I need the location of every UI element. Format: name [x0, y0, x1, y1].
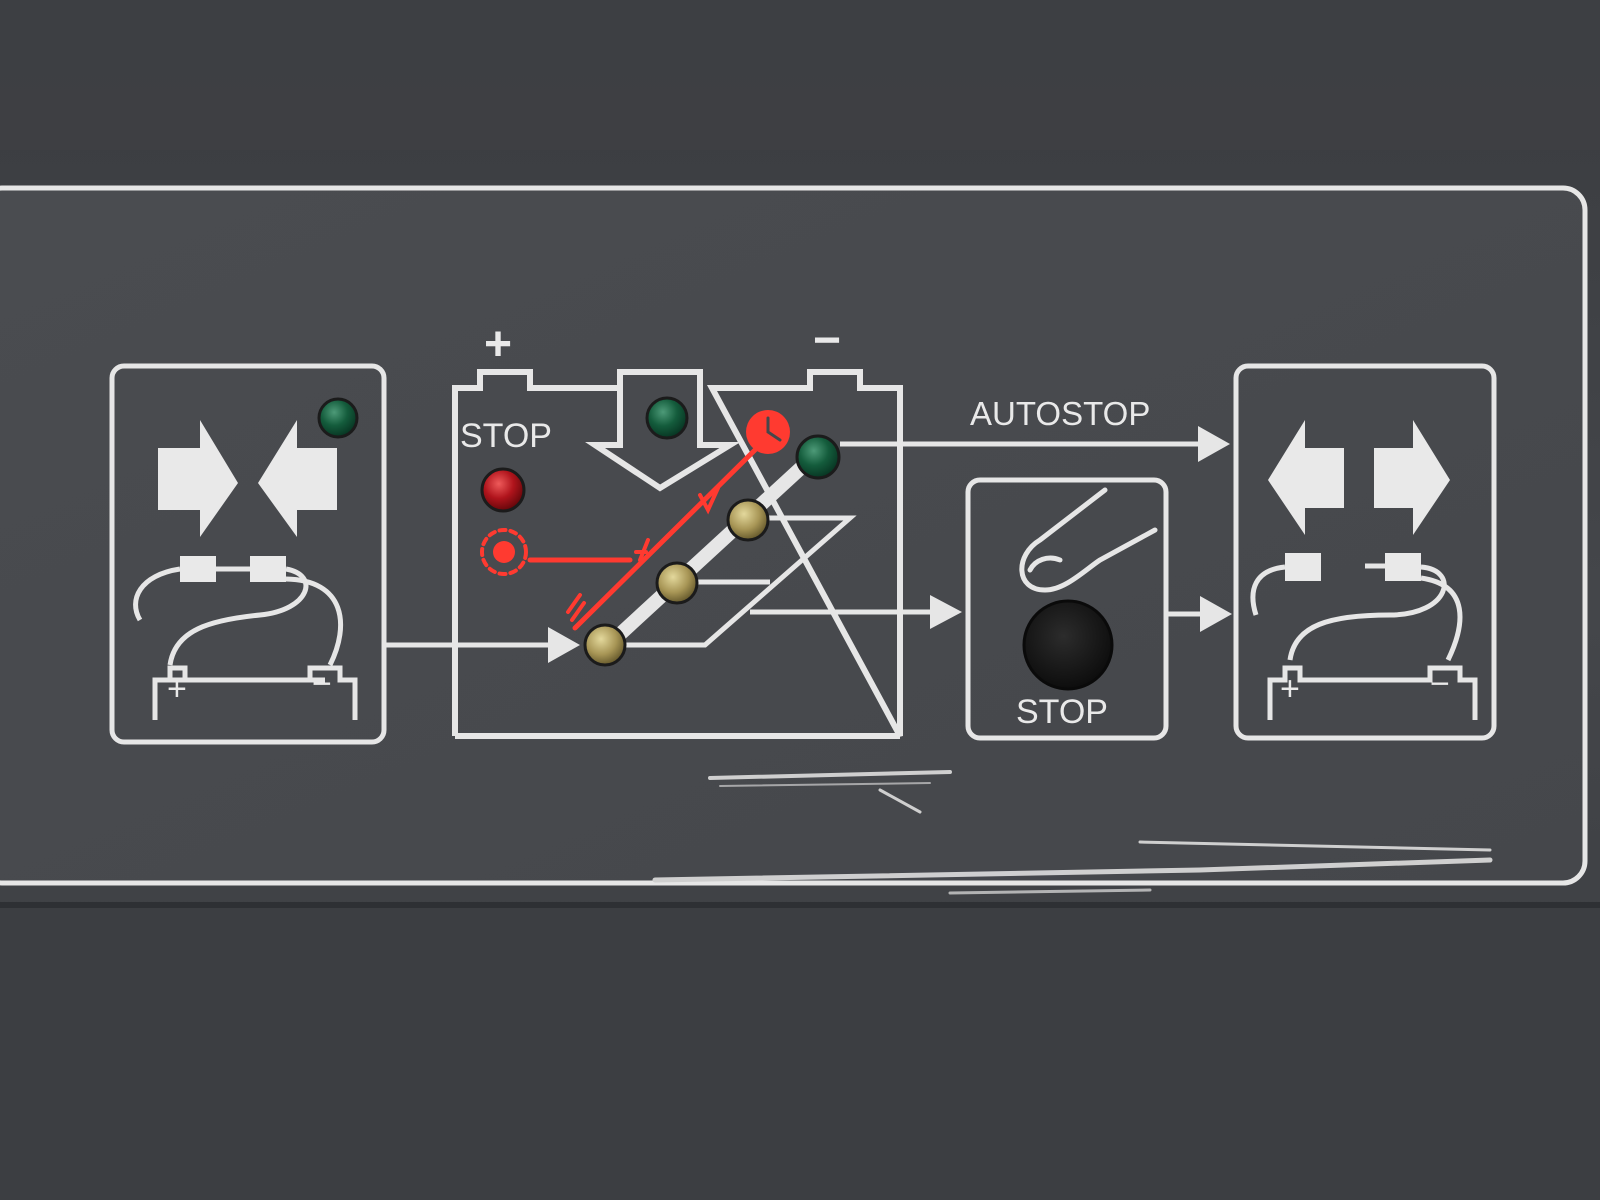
led-charged-green: [795, 434, 841, 480]
led-level-2-amber: [655, 561, 699, 605]
led-level-1-amber: [583, 623, 627, 667]
left-battery-minus: −: [312, 665, 332, 703]
stop-box: [965, 477, 1169, 741]
cables-connect-icon: [109, 363, 387, 745]
flow-arrow-1: [384, 627, 580, 663]
housing-bottom-band: [0, 905, 1600, 1200]
cables-disconnect-icon: [1233, 363, 1497, 741]
battery-charging-icon: [452, 369, 1230, 739]
stop-indicator-label: STOP: [460, 417, 552, 455]
housing-top-band: [0, 0, 1600, 150]
scratch-marks: [652, 770, 1493, 895]
led-connect-green: [317, 397, 359, 439]
led-level-3-amber: [726, 498, 770, 542]
right-battery-plus: +: [1280, 670, 1300, 708]
finger-press-icon: [1019, 487, 1158, 593]
led-stop-red: [480, 467, 526, 513]
led-charging-green: [645, 396, 689, 440]
stop-button[interactable]: [1022, 599, 1114, 691]
autostop-label: AUTOSTOP: [970, 395, 1150, 432]
right-battery-minus: −: [1430, 665, 1450, 703]
flow-arrow-2: [1166, 596, 1232, 632]
center-battery-minus: −: [813, 314, 841, 367]
stop-button-label: STOP: [1016, 693, 1108, 731]
left-battery-plus: +: [167, 670, 187, 708]
charge-curve-red-diagram: [480, 410, 790, 631]
center-battery-plus: +: [484, 318, 512, 371]
